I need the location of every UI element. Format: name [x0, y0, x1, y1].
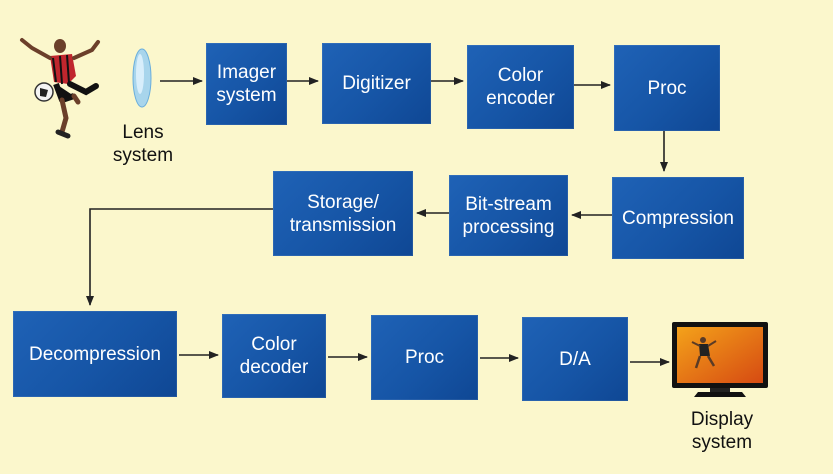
- bitstream-processing-label: Bit-stream processing: [462, 193, 555, 238]
- lens-system-label: Lens system: [112, 122, 174, 166]
- da-label: D/A: [559, 348, 591, 370]
- proc-bottom-block: Proc: [371, 315, 478, 400]
- storage-transmission-label: Storage/ transmission: [289, 191, 397, 236]
- bitstream-processing-block: Bit-stream processing: [449, 175, 568, 256]
- imager-system-block: Imager system: [206, 43, 287, 125]
- proc-bottom-label: Proc: [404, 347, 445, 368]
- arrow-storage-decompression: [86, 208, 273, 306]
- lens-icon: [132, 48, 152, 108]
- imager-system-label: Imager system: [216, 62, 277, 106]
- color-encoder-label: Color encoder: [486, 65, 555, 109]
- proc-top-block: Proc: [614, 45, 720, 131]
- soccer-player-icon: [20, 38, 100, 139]
- decompression-block: Decompression: [13, 311, 177, 397]
- da-block: D/A: [522, 317, 628, 401]
- storage-transmission-block: Storage/ transmission: [273, 171, 413, 256]
- digitizer-block: Digitizer: [322, 43, 431, 124]
- proc-top-label: Proc: [647, 77, 687, 99]
- color-decoder-block: Color decoder: [222, 314, 326, 398]
- display-system-label: Display system: [690, 409, 754, 453]
- tv-display-icon: [672, 322, 768, 397]
- compression-block: Compression: [612, 177, 744, 259]
- digitizer-label: Digitizer: [342, 73, 411, 94]
- color-decoder-label: Color decoder: [239, 334, 309, 378]
- color-encoder-block: Color encoder: [467, 45, 574, 129]
- decompression-label: Decompression: [29, 343, 161, 365]
- compression-label: Compression: [622, 207, 734, 229]
